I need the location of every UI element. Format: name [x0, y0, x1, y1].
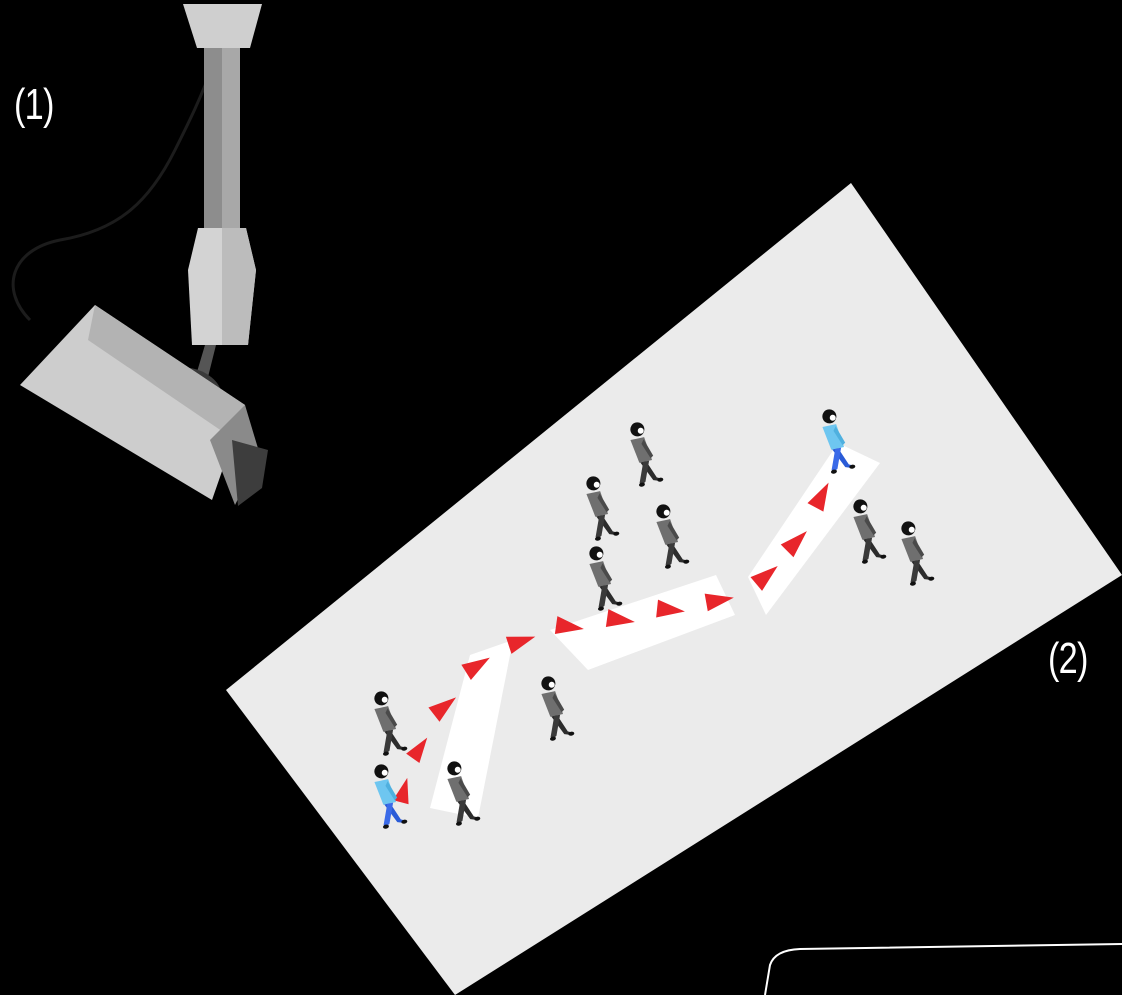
monitor-frame — [765, 944, 1122, 995]
camera-label: (1) — [14, 80, 54, 130]
scene-label: (2) — [1048, 634, 1088, 684]
